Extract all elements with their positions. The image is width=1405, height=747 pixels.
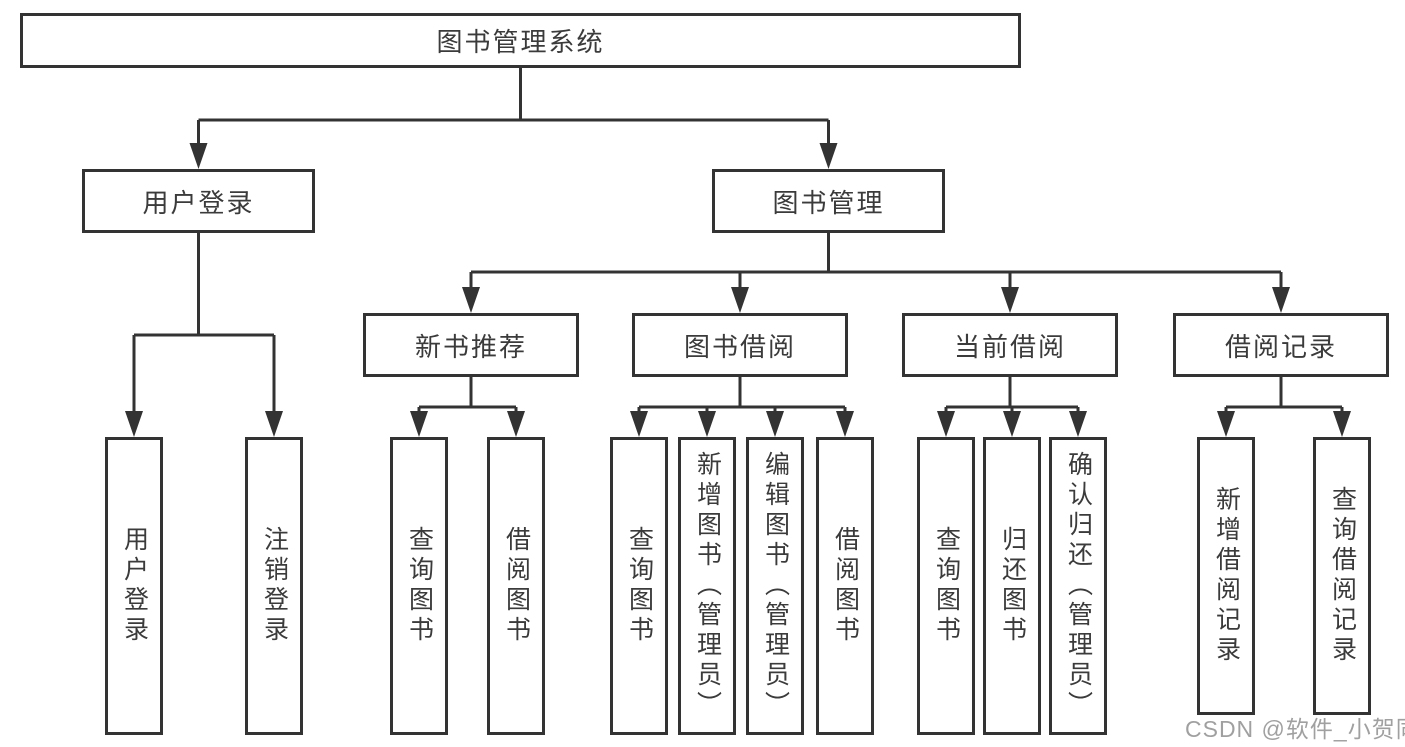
node-borrowing-records: 借阅记录 (1173, 313, 1389, 377)
node-user-login: 用户登录 (82, 169, 315, 233)
node-root-system: 图书管理系统 (20, 13, 1021, 68)
node-label: 查询图书 (405, 526, 434, 646)
node-label: 归还图书 (998, 526, 1027, 646)
node-label: 新增图书（管理员） (693, 451, 722, 721)
arrowheads (125, 143, 1351, 437)
node-current-borrowing: 当前借阅 (902, 313, 1118, 377)
leaf-query-books: 查询图书 (390, 437, 448, 735)
node-label: 新增借阅记录 (1212, 486, 1241, 666)
leaf-query-borrow-record: 查询借阅记录 (1313, 437, 1371, 715)
node-label: 用户登录 (142, 187, 255, 218)
leaf-query-books: 查询图书 (610, 437, 668, 735)
node-new-book-recommend: 新书推荐 (363, 313, 579, 377)
leaf-logout: 注销登录 (245, 437, 303, 735)
node-label: 查询借阅记录 (1328, 486, 1357, 666)
leaf-query-books: 查询图书 (917, 437, 975, 735)
leaf-return-books: 归还图书 (983, 437, 1041, 735)
csdn-watermark: CSDN @软件_小贺同学 (1185, 716, 1405, 742)
node-label: 图书借阅 (683, 331, 796, 362)
leaf-confirm-return-admin: 确认归还（管理员） (1049, 437, 1107, 735)
node-label: 借阅图书 (502, 526, 531, 646)
node-label: 图书管理 (772, 187, 885, 218)
node-book-management: 图书管理 (712, 169, 945, 233)
node-label: 借阅记录 (1224, 331, 1337, 362)
node-label: 图书管理系统 (436, 27, 605, 57)
node-book-borrowing: 图书借阅 (632, 313, 848, 377)
node-label: 确认归还（管理员） (1064, 451, 1093, 721)
leaf-edit-books-admin: 编辑图书（管理员） (746, 437, 804, 735)
leaf-borrow-books: 借阅图书 (816, 437, 874, 735)
leaf-user-login: 用户登录 (105, 437, 163, 735)
leaf-add-books-admin: 新增图书（管理员） (678, 437, 736, 735)
node-label: 注销登录 (260, 526, 289, 646)
node-label: 编辑图书（管理员） (761, 451, 790, 721)
node-label: 当前借阅 (953, 331, 1066, 362)
node-label: 查询图书 (932, 526, 961, 646)
node-label: 借阅图书 (831, 526, 860, 646)
leaf-add-borrow-record: 新增借阅记录 (1197, 437, 1255, 715)
node-label: 查询图书 (625, 526, 654, 646)
leaf-borrow-books: 借阅图书 (487, 437, 545, 735)
node-label: 新书推荐 (414, 331, 527, 362)
node-label: 用户登录 (120, 526, 149, 646)
